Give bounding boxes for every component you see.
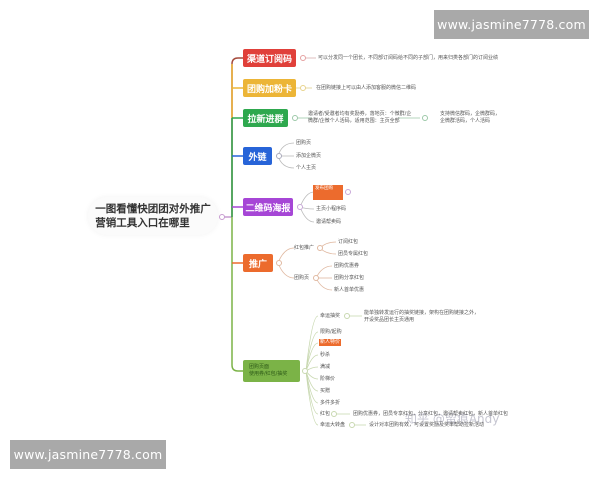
collapse-toggle-red-packet-tool[interactable]	[331, 411, 337, 417]
collapse-toggle-branch-4[interactable]	[276, 153, 282, 159]
note-red-packet-tool: 团购优惠券，团员专享红包，分享红包，邀请帮卖红包，新人首单红包	[353, 411, 509, 417]
collapse-toggle-lucky-wheel[interactable]	[349, 422, 355, 428]
branch-group-page-tools[interactable]: 团购页面 使用券/红包/抽奖	[243, 360, 300, 382]
watermark-bottom: www.jasmine7778.com	[10, 440, 166, 469]
root-title-line2: 营销工具入口在哪里	[95, 217, 190, 229]
branch-channel-subscription-code[interactable]: 渠道订阅码	[243, 49, 296, 67]
branch-group-fan-card[interactable]: 团购加粉卡	[243, 79, 296, 97]
link-group-buy-page: 团购页	[296, 140, 312, 146]
collapse-toggle-branch-5[interactable]	[297, 204, 303, 210]
note-lucky-wheel: 设计对本团购有效，可设置奖励及奖率帮助拉新活动	[369, 422, 485, 428]
collapse-toggle-branch-3[interactable]	[292, 115, 298, 121]
poster-mini-program-code: 主页小程序码	[316, 206, 347, 212]
branch-qr-poster[interactable]: 二维码海报	[243, 198, 293, 216]
tool-lucky-draw: 幸运抽奖	[320, 313, 341, 319]
collapse-toggle-root[interactable]	[219, 214, 225, 220]
collapse-toggle-branch-6[interactable]	[276, 260, 282, 266]
tool-tiered-price: 阶梯价	[320, 376, 336, 382]
tool-red-packet: 红包	[320, 411, 331, 417]
tool-lucky-wheel: 幸运大转盘	[320, 422, 346, 428]
branch-promotion[interactable]: 推广	[243, 254, 273, 272]
collapse-toggle-group-buy-page[interactable]	[313, 275, 319, 281]
note-channel-code: 可以分发同一个团长，不同部订阅码给不同的子部门，用来归类各部门的订阅业绩	[318, 55, 499, 61]
promo-red-packet: 红包推广	[294, 245, 315, 251]
poster-highlight-node[interactable]: 发布团购	[313, 185, 343, 200]
tool-flash-sale: 秒杀	[320, 352, 331, 358]
promo-coupon: 团购优惠券	[334, 263, 360, 269]
collapse-toggle-branch-1[interactable]	[300, 55, 306, 61]
tool-full-reduction: 满减	[320, 364, 331, 370]
link-personal-homepage: 个人主页	[296, 165, 317, 171]
note-invite-rules: 邀请者/受邀者均有奖励券，落地页：个微群/企 微群/企微个人活码，适用范围：主页…	[308, 111, 412, 124]
note-invite-code-types: 支持微信群码，企微群码， 企微群活码，个人活码	[440, 111, 501, 124]
collapse-toggle-branch-2[interactable]	[300, 85, 306, 91]
link-add-wecom-page: 添加企微页	[296, 153, 322, 159]
collapse-toggle-red-packet[interactable]	[317, 245, 323, 251]
promo-new-user-discount: 新人首单优惠	[334, 287, 365, 293]
branch-external-link[interactable]: 外链	[243, 147, 272, 165]
watermark-top: www.jasmine7778.com	[434, 10, 589, 39]
tool-purchase-limit: 限购/起购	[320, 329, 342, 335]
root-node[interactable]: 一图看懂快团团对外推广 营销工具入口在哪里	[88, 197, 218, 235]
root-title-line1: 一图看懂快团团对外推广	[95, 203, 211, 215]
collapse-toggle-poster-sub[interactable]	[345, 189, 351, 195]
note-lucky-draw: 能单独转发运行的抽奖链接，架构在团购链接之外， 开设奖品团长主页通用	[364, 310, 480, 323]
collapse-toggle-invite-sub[interactable]	[422, 115, 428, 121]
promo-group-buy-page: 团购页	[294, 275, 310, 281]
collapse-toggle-branch-7[interactable]	[302, 368, 308, 374]
tool-multi-item-discount: 多件多折	[320, 400, 341, 406]
promo-member-red-packet: 团员专属红包	[338, 251, 369, 257]
branch-invite-to-group[interactable]: 拉新进群	[243, 109, 288, 127]
promo-share-red-packet: 团购分享红包	[334, 275, 365, 281]
watermark-zhihu: 知乎 @留痕Andy	[405, 412, 500, 426]
note-fan-card: 在团购链接上可以由人添加客服的微信二维码	[316, 85, 417, 91]
poster-invite-seller-code: 邀请帮卖码	[316, 219, 342, 225]
collapse-toggle-lucky-draw[interactable]	[344, 313, 350, 319]
tool-buy-gift: 买赠	[320, 388, 331, 394]
tool-new-user-price[interactable]: 新人特价	[319, 339, 342, 346]
promo-subscription-red-packet: 订阅红包	[338, 239, 359, 245]
